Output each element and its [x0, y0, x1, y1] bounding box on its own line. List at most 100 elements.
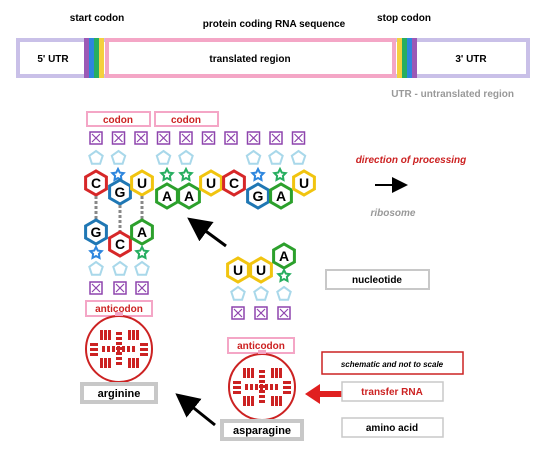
- base-letter: A: [162, 188, 172, 204]
- start-codon-stripes: [84, 38, 104, 78]
- pairing-star: [178, 166, 194, 182]
- phosphate-cross: [204, 133, 213, 143]
- base-letter: A: [184, 188, 194, 204]
- trna-side: [90, 353, 98, 356]
- sugar-pentagon: [268, 149, 284, 165]
- pairing-star: [88, 244, 104, 260]
- utr-note: UTR - untranslated region: [391, 89, 514, 100]
- trna-side: [233, 391, 241, 394]
- phosphate-cross: [226, 133, 236, 143]
- start-stripe: [89, 38, 94, 78]
- base-letter: A: [276, 188, 286, 204]
- trna-side: [233, 386, 241, 389]
- phosphate-cross: [91, 283, 101, 293]
- trna-stem-h: [270, 384, 273, 390]
- trna-arm: [128, 330, 131, 340]
- amino-acid-label: amino acid: [366, 423, 418, 434]
- trna-arm: [108, 330, 111, 340]
- base-letter: C: [91, 175, 101, 191]
- ribosome-label: ribosome: [370, 208, 415, 219]
- trna-arm: [132, 358, 135, 368]
- trna-arm: [104, 358, 107, 368]
- arrow-peptide-transfer: [175, 393, 216, 427]
- utr5-label: 5' UTR: [37, 54, 69, 65]
- start-stripe: [99, 38, 104, 78]
- trna-stem-v: [259, 385, 265, 388]
- trna-arm: [128, 358, 131, 368]
- arrow-trna-entry: [187, 217, 227, 248]
- trna-stem-h: [107, 346, 110, 352]
- phosphate-cross: [136, 133, 146, 143]
- codon-label-2: codon: [171, 115, 201, 126]
- codon-label-1: codon: [103, 115, 133, 126]
- sugar-pentagon: [134, 260, 150, 276]
- trna-arm: [108, 358, 111, 368]
- arginine-box: [80, 382, 158, 404]
- utr3-label: 3' UTR: [455, 54, 487, 65]
- trna-arm: [100, 330, 103, 340]
- base-letter: U: [233, 262, 243, 278]
- start-codon-label-top: start codon: [70, 13, 124, 24]
- pairing-star: [272, 166, 288, 182]
- schematic-label: schematic and not to scale: [341, 360, 444, 369]
- mrna-base-U: [292, 169, 316, 197]
- phosphate-cross: [181, 133, 191, 143]
- base-letter: A: [279, 248, 289, 264]
- pairing-star: [250, 166, 266, 182]
- trna-stem-v: [116, 362, 122, 365]
- trna-side: [140, 348, 148, 351]
- mrna-base-U: [199, 169, 223, 197]
- translated-region-label: translated region: [209, 54, 290, 65]
- sugar-pentagon: [88, 149, 104, 165]
- sugar-pentagon: [88, 260, 104, 276]
- trna-arm: [271, 396, 274, 406]
- trna-side: [233, 381, 241, 384]
- trna-body-2: [228, 350, 296, 421]
- phosphate-cross: [256, 308, 266, 318]
- base-letter: U: [299, 175, 309, 191]
- phosphate-cross: [137, 283, 147, 293]
- trna-arm: [247, 368, 250, 378]
- trna-side: [90, 348, 98, 351]
- sugar-pentagon: [276, 285, 292, 301]
- stop-stripe: [412, 38, 417, 78]
- mrna-base-G: [246, 182, 270, 210]
- trna-arm: [271, 368, 274, 378]
- asparagine-label: asparagine: [233, 425, 291, 437]
- nucleotide-label: nucleotide: [352, 275, 402, 286]
- trna-stem-v: [259, 400, 265, 403]
- sugar-pentagon: [230, 285, 246, 301]
- anticodon-label-2: anticodon: [237, 341, 285, 352]
- arginine-label: arginine: [98, 388, 141, 400]
- trna-stem-v: [116, 357, 122, 360]
- sugar-pentagon: [178, 149, 194, 165]
- pairing-star: [110, 166, 126, 182]
- trna-stem-h: [255, 384, 258, 390]
- pairing-star: [159, 166, 175, 182]
- trna-arm: [104, 330, 107, 340]
- pairing-star: [134, 244, 150, 260]
- trna-stem-v: [116, 337, 122, 340]
- codon-box-2: [154, 111, 219, 127]
- trna-stem-v: [259, 390, 265, 393]
- trna-stem-v: [116, 332, 122, 335]
- stop-stripe: [407, 38, 412, 78]
- codon-box-1: [86, 111, 151, 127]
- amino-acid-box: [341, 417, 444, 438]
- nucleotide-box: [325, 269, 430, 290]
- sugar-pentagon: [290, 149, 307, 165]
- transfer-rna-box: [341, 381, 444, 402]
- trna-side: [283, 386, 291, 389]
- trna-stem-h: [275, 384, 278, 390]
- trna-arginine: GCA: [84, 196, 154, 295]
- trna-stem-h: [127, 346, 130, 352]
- utr5-box: [25, 45, 81, 71]
- trna-arm: [136, 358, 139, 368]
- trna-arm: [243, 368, 246, 378]
- phosphate-cross: [233, 308, 243, 318]
- trna-arm: [279, 368, 282, 378]
- asparagine-box: [220, 419, 304, 441]
- anticodon-base-A: [130, 218, 154, 246]
- pairing-star: [276, 267, 292, 283]
